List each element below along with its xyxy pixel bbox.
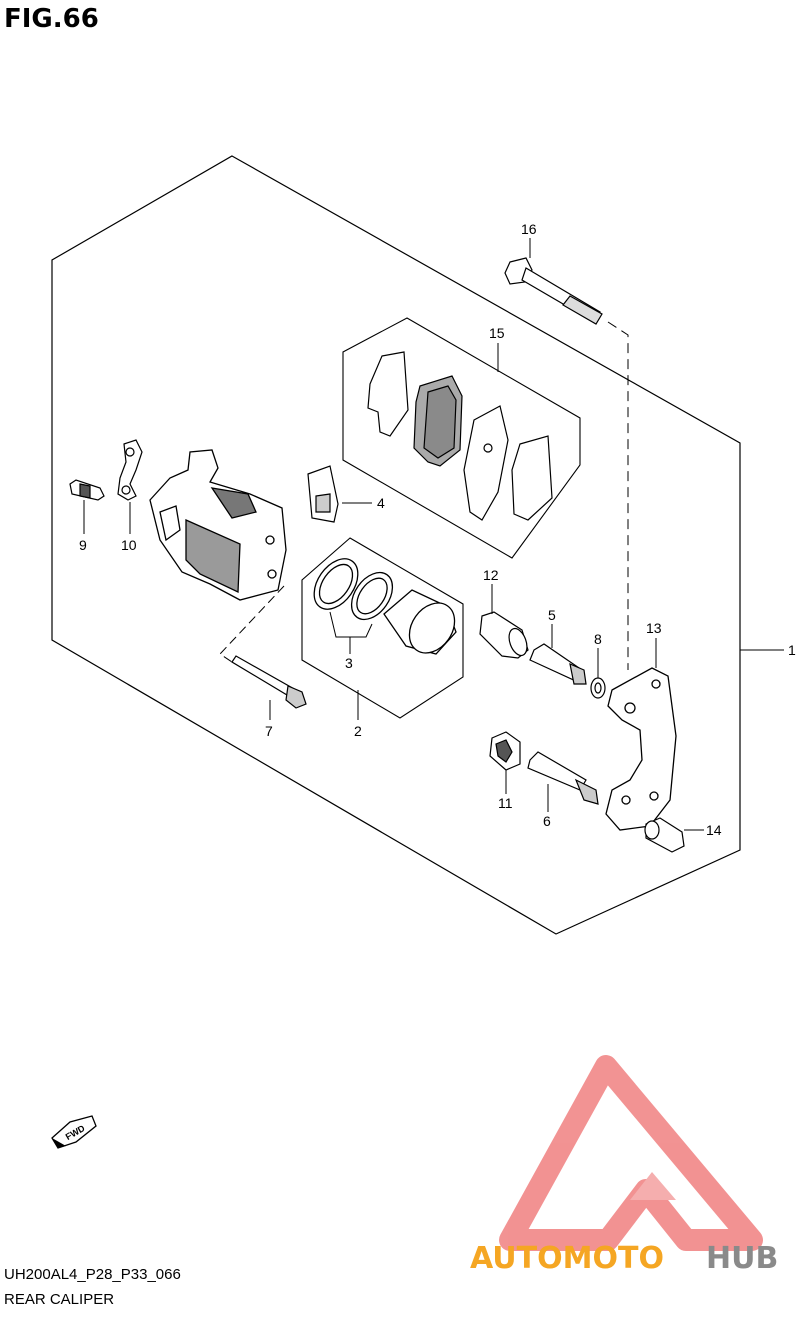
pin-7 — [231, 655, 307, 709]
callout-12: 12 — [483, 567, 499, 583]
fwd-arrow-icon: FWD — [51, 1115, 97, 1149]
seals-3 — [313, 558, 394, 621]
callout-11: 11 — [498, 795, 513, 811]
callout-9: 9 — [79, 537, 87, 553]
piston-set-box — [301, 537, 464, 719]
pin-6 — [527, 751, 599, 805]
caliper-body — [149, 449, 287, 601]
sleeve-14 — [644, 817, 685, 853]
callout-4: 4 — [377, 495, 385, 511]
callout-6: 6 — [543, 813, 551, 829]
callout-16: 16 — [521, 221, 537, 237]
cap-10 — [117, 439, 143, 501]
callout-10: 10 — [121, 537, 137, 553]
piston — [383, 589, 457, 655]
bolt-16 — [504, 257, 603, 325]
figure-title: FIG.66 — [4, 4, 99, 34]
bracket-13 — [605, 667, 677, 831]
boot-11 — [489, 731, 521, 771]
caliper-pin-guide — [219, 585, 285, 663]
washer-8 — [590, 677, 606, 699]
pad-set-box — [342, 317, 581, 559]
callout-13: 13 — [646, 620, 662, 636]
callout-7: 7 — [265, 723, 273, 739]
pin-5 — [529, 643, 587, 685]
watermark-brand-primary: AUTOMOTO — [470, 1241, 664, 1276]
assembly-outline — [51, 155, 741, 935]
watermark-logo-icon — [499, 1055, 763, 1251]
watermark-brand-secondary: HUB — [706, 1241, 778, 1276]
pad-spring-4 — [307, 465, 339, 523]
callout-14: 14 — [706, 822, 722, 838]
callout-15: 15 — [489, 325, 505, 341]
bleeder-9 — [69, 479, 105, 501]
callout-5: 5 — [548, 607, 556, 623]
bolt-guide-line — [607, 321, 629, 670]
figure-code: UH200AL4_P28_P33_066 — [4, 1266, 181, 1283]
callout-3: 3 — [345, 655, 353, 671]
callout-1: 1 — [788, 642, 796, 658]
boot-12 — [479, 611, 529, 659]
pad-parts — [367, 351, 553, 521]
callout-8: 8 — [594, 631, 602, 647]
callout-2: 2 — [354, 723, 362, 739]
leader-lines — [83, 238, 784, 831]
figure-name: REAR CALIPER — [4, 1291, 115, 1308]
